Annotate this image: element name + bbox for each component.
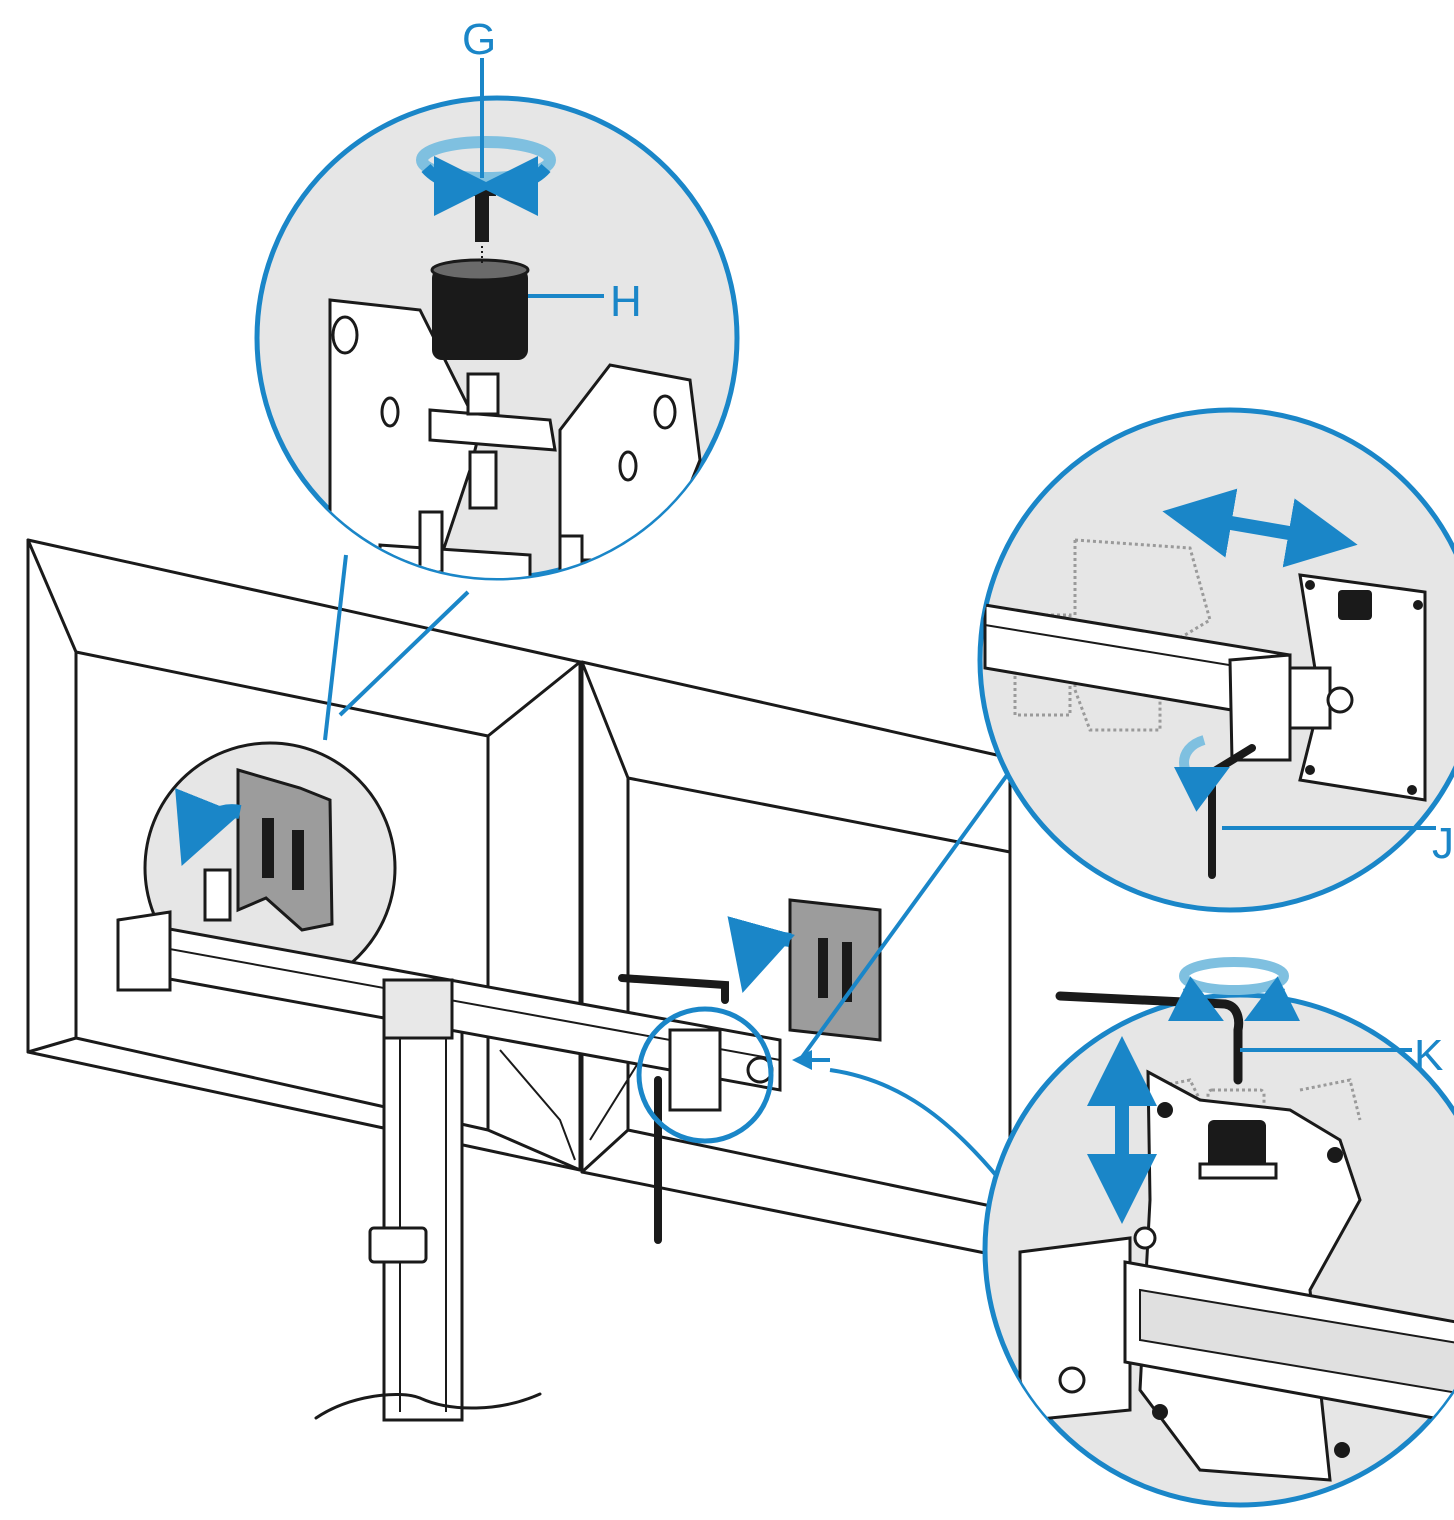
label-j: J [1432,819,1454,868]
top-detail-circle [254,95,740,581]
left-vesa-detail [143,741,397,995]
right-vesa-plate [727,898,882,1042]
left-monitor [26,538,582,1172]
knob-h [432,268,528,360]
cross-arm [116,910,782,1112]
right-detail-circle [977,407,1454,913]
hex-key [618,974,729,1244]
label-h: H [610,277,642,326]
label-k: K [1414,1031,1443,1080]
bottom-detail-circle [982,957,1454,1508]
joint-highlight-circle [636,1006,774,1144]
stand-pole [314,1028,542,1422]
callout-connectors [323,554,1020,1182]
label-g: G [462,15,496,64]
